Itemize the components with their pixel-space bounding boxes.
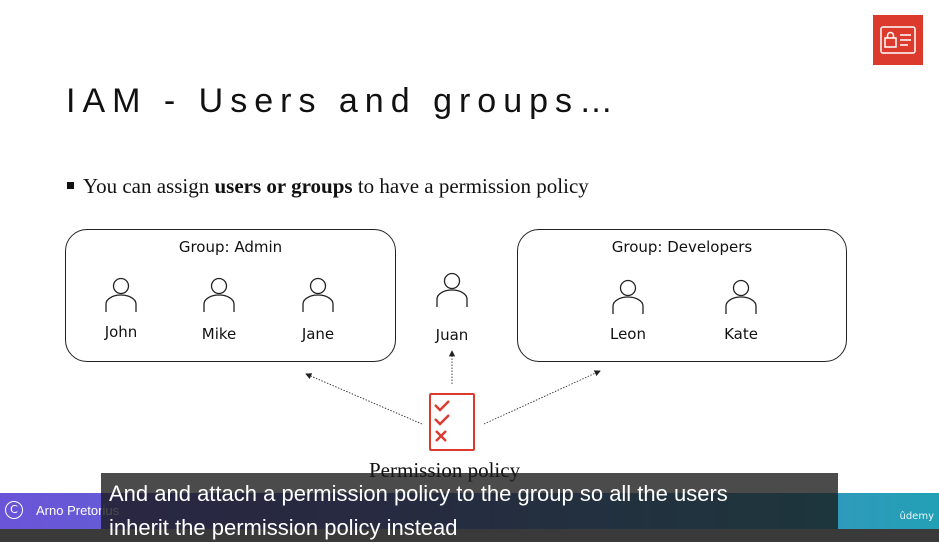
user-mike: Mike [189,277,249,343]
bullet-bold: users or groups [214,174,353,198]
bullet-point: You can assign users or groups to have a… [67,174,589,199]
user-leon: Leon [598,279,658,343]
iam-permissions-icon [873,15,923,65]
user-name: John [104,323,138,341]
udemy-logo: ûdemy [899,511,935,522]
user-name: Leon [609,325,646,343]
slide-title: IAM - Users and groups… [66,82,621,120]
permission-policy-icon [428,392,476,457]
group-developers-label: Group: Developers [611,238,753,256]
player-controls-strip [0,529,939,542]
user-john: John [91,277,151,341]
bullet-marker [67,181,74,189]
user-juan: Juan [422,272,482,344]
user-kate: Kate [711,279,771,343]
arrow-to-developers [483,370,601,425]
author-name: Arno Pretorius [36,503,120,518]
caption-text: And and attach a permission policy to th… [109,481,728,540]
caption-box: And and attach a permission policy to th… [101,473,838,540]
copyright-icon: C [5,501,23,519]
user-icon [436,272,468,307]
user-name: Mike [201,325,237,343]
arrow-to-admin [305,373,423,425]
group-developers-box: Group: Developers Leon Kate [517,229,847,362]
group-admin-label: Group: Admin [178,238,283,256]
user-name: Juan [435,326,469,344]
user-icon [203,277,235,312]
bullet-suffix: to have a permission policy [352,174,589,198]
user-icon [105,277,137,312]
user-icon [612,279,644,314]
user-name: Kate [724,325,758,343]
user-icon [725,279,757,314]
group-admin-box: Group: Admin John Mike Jane [65,229,396,362]
user-icon [302,277,334,312]
user-jane: Jane [288,277,348,343]
user-name: Jane [301,325,335,343]
bullet-prefix: You can assign [83,174,215,198]
